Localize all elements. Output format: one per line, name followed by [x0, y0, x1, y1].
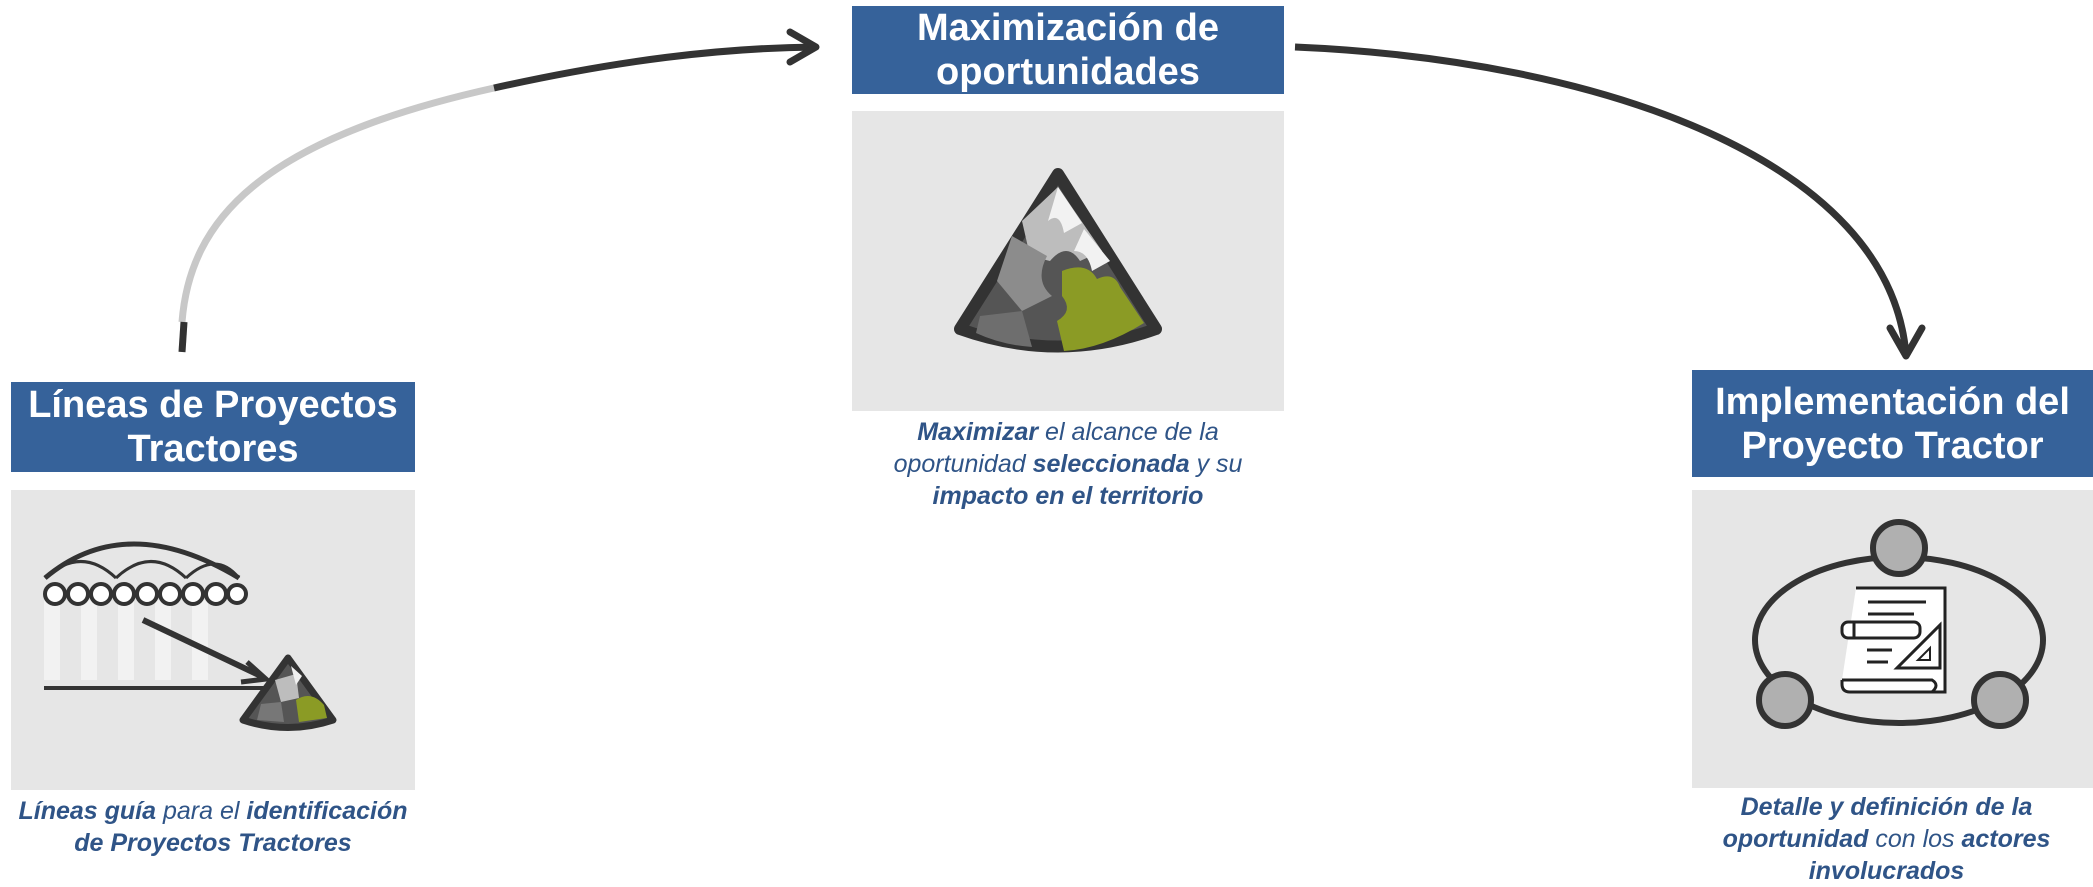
left-stage-panel	[11, 490, 415, 790]
right-caption-l2a: oportunidad	[1722, 825, 1869, 853]
left-caption-l2a: de Proyectos Tractores	[74, 829, 352, 857]
stakeholders-plan-icon	[1752, 519, 2046, 729]
center-title-line2: oportunidades	[936, 51, 1200, 93]
right-stage-caption: Detalle y definición de la oportunidad c…	[1680, 791, 2093, 887]
arrow-left-to-center-dark	[493, 43, 817, 92]
right-caption-l1a: Detalle y definición de la	[1740, 793, 2033, 821]
left-title-line1: Líneas de Proyectos	[28, 384, 398, 426]
center-caption-l2c: y su	[1189, 450, 1243, 478]
center-caption-l2b: seleccionada	[1032, 450, 1190, 478]
arrowhead-center-icon	[786, 28, 820, 66]
arrow-left-to-center-stub	[178, 321, 188, 353]
left-caption-l1a: Líneas guía	[18, 797, 157, 825]
puzzle-triangle-icon	[954, 168, 1162, 353]
center-caption-l2a: oportunidad	[893, 450, 1033, 478]
right-stage-title: Implementación del Proyecto Tractor	[1692, 370, 2093, 477]
center-caption-l1a: Maximizar	[917, 418, 1039, 446]
center-caption-l1b: el alcance de la	[1038, 418, 1219, 446]
center-stage-title: Maximización de oportunidades	[852, 6, 1284, 94]
arrow-center-to-right	[1294, 43, 1910, 356]
center-caption-l3a: impacto en el territorio	[932, 482, 1204, 510]
center-stage-panel	[852, 111, 1284, 411]
left-caption-l1c: identificación	[246, 797, 408, 825]
right-title-line2: Proyecto Tractor	[1741, 424, 2044, 467]
center-stage-caption: Maximizar el alcance de la oportunidad s…	[842, 416, 1294, 512]
left-title-line2: Tractores	[127, 428, 299, 470]
arrow-left-to-center-light	[178, 84, 495, 323]
right-caption-l3a: involucrados	[1808, 857, 1965, 885]
left-stage-title: Líneas de Proyectos Tractores	[11, 382, 415, 472]
right-caption-l2b: con los	[1868, 825, 1962, 853]
arrowhead-right-icon	[1886, 324, 1926, 360]
right-caption-l2c: actores	[1961, 825, 2051, 853]
left-stage-caption: Líneas guía para el identificación de Pr…	[0, 795, 426, 859]
left-caption-l1b: para el	[156, 797, 247, 825]
center-title-line1: Maximización de	[917, 7, 1219, 49]
stadium-to-puzzle-icon	[43, 541, 337, 731]
right-title-line1: Implementación del	[1715, 380, 2070, 423]
right-stage-panel	[1692, 490, 2093, 788]
